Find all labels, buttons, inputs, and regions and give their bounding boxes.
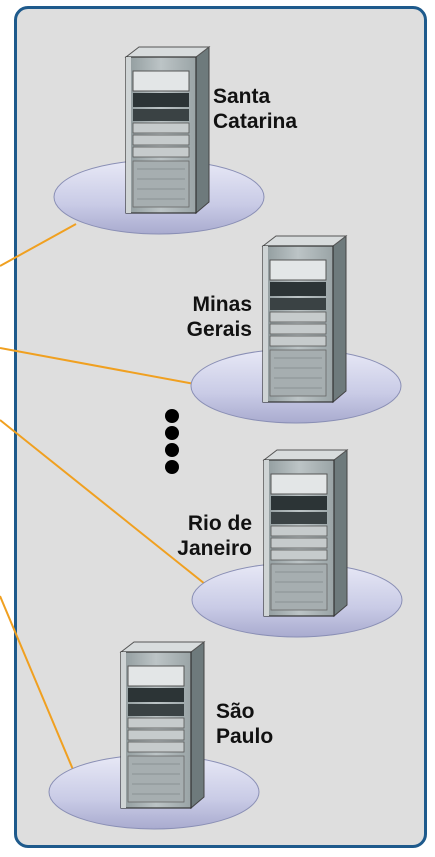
link-sao-paulo [0,595,75,773]
node-label-rio-de-janeiro: Rio de Janeiro [177,512,252,560]
link-minas-gerais [0,347,201,386]
link-rio-de-janeiro [0,419,211,589]
diagram-panel [14,6,427,848]
link-santa-catarina [0,223,77,267]
ellipsis-dots-icon [165,409,179,474]
node-label-santa-catarina: Santa Catarina [213,85,298,133]
server-icon-santa-catarina [53,46,265,235]
node-label-minas-gerais: Minas Gerais [186,293,252,341]
node-label-sao-paulo: São Paulo [216,700,274,748]
